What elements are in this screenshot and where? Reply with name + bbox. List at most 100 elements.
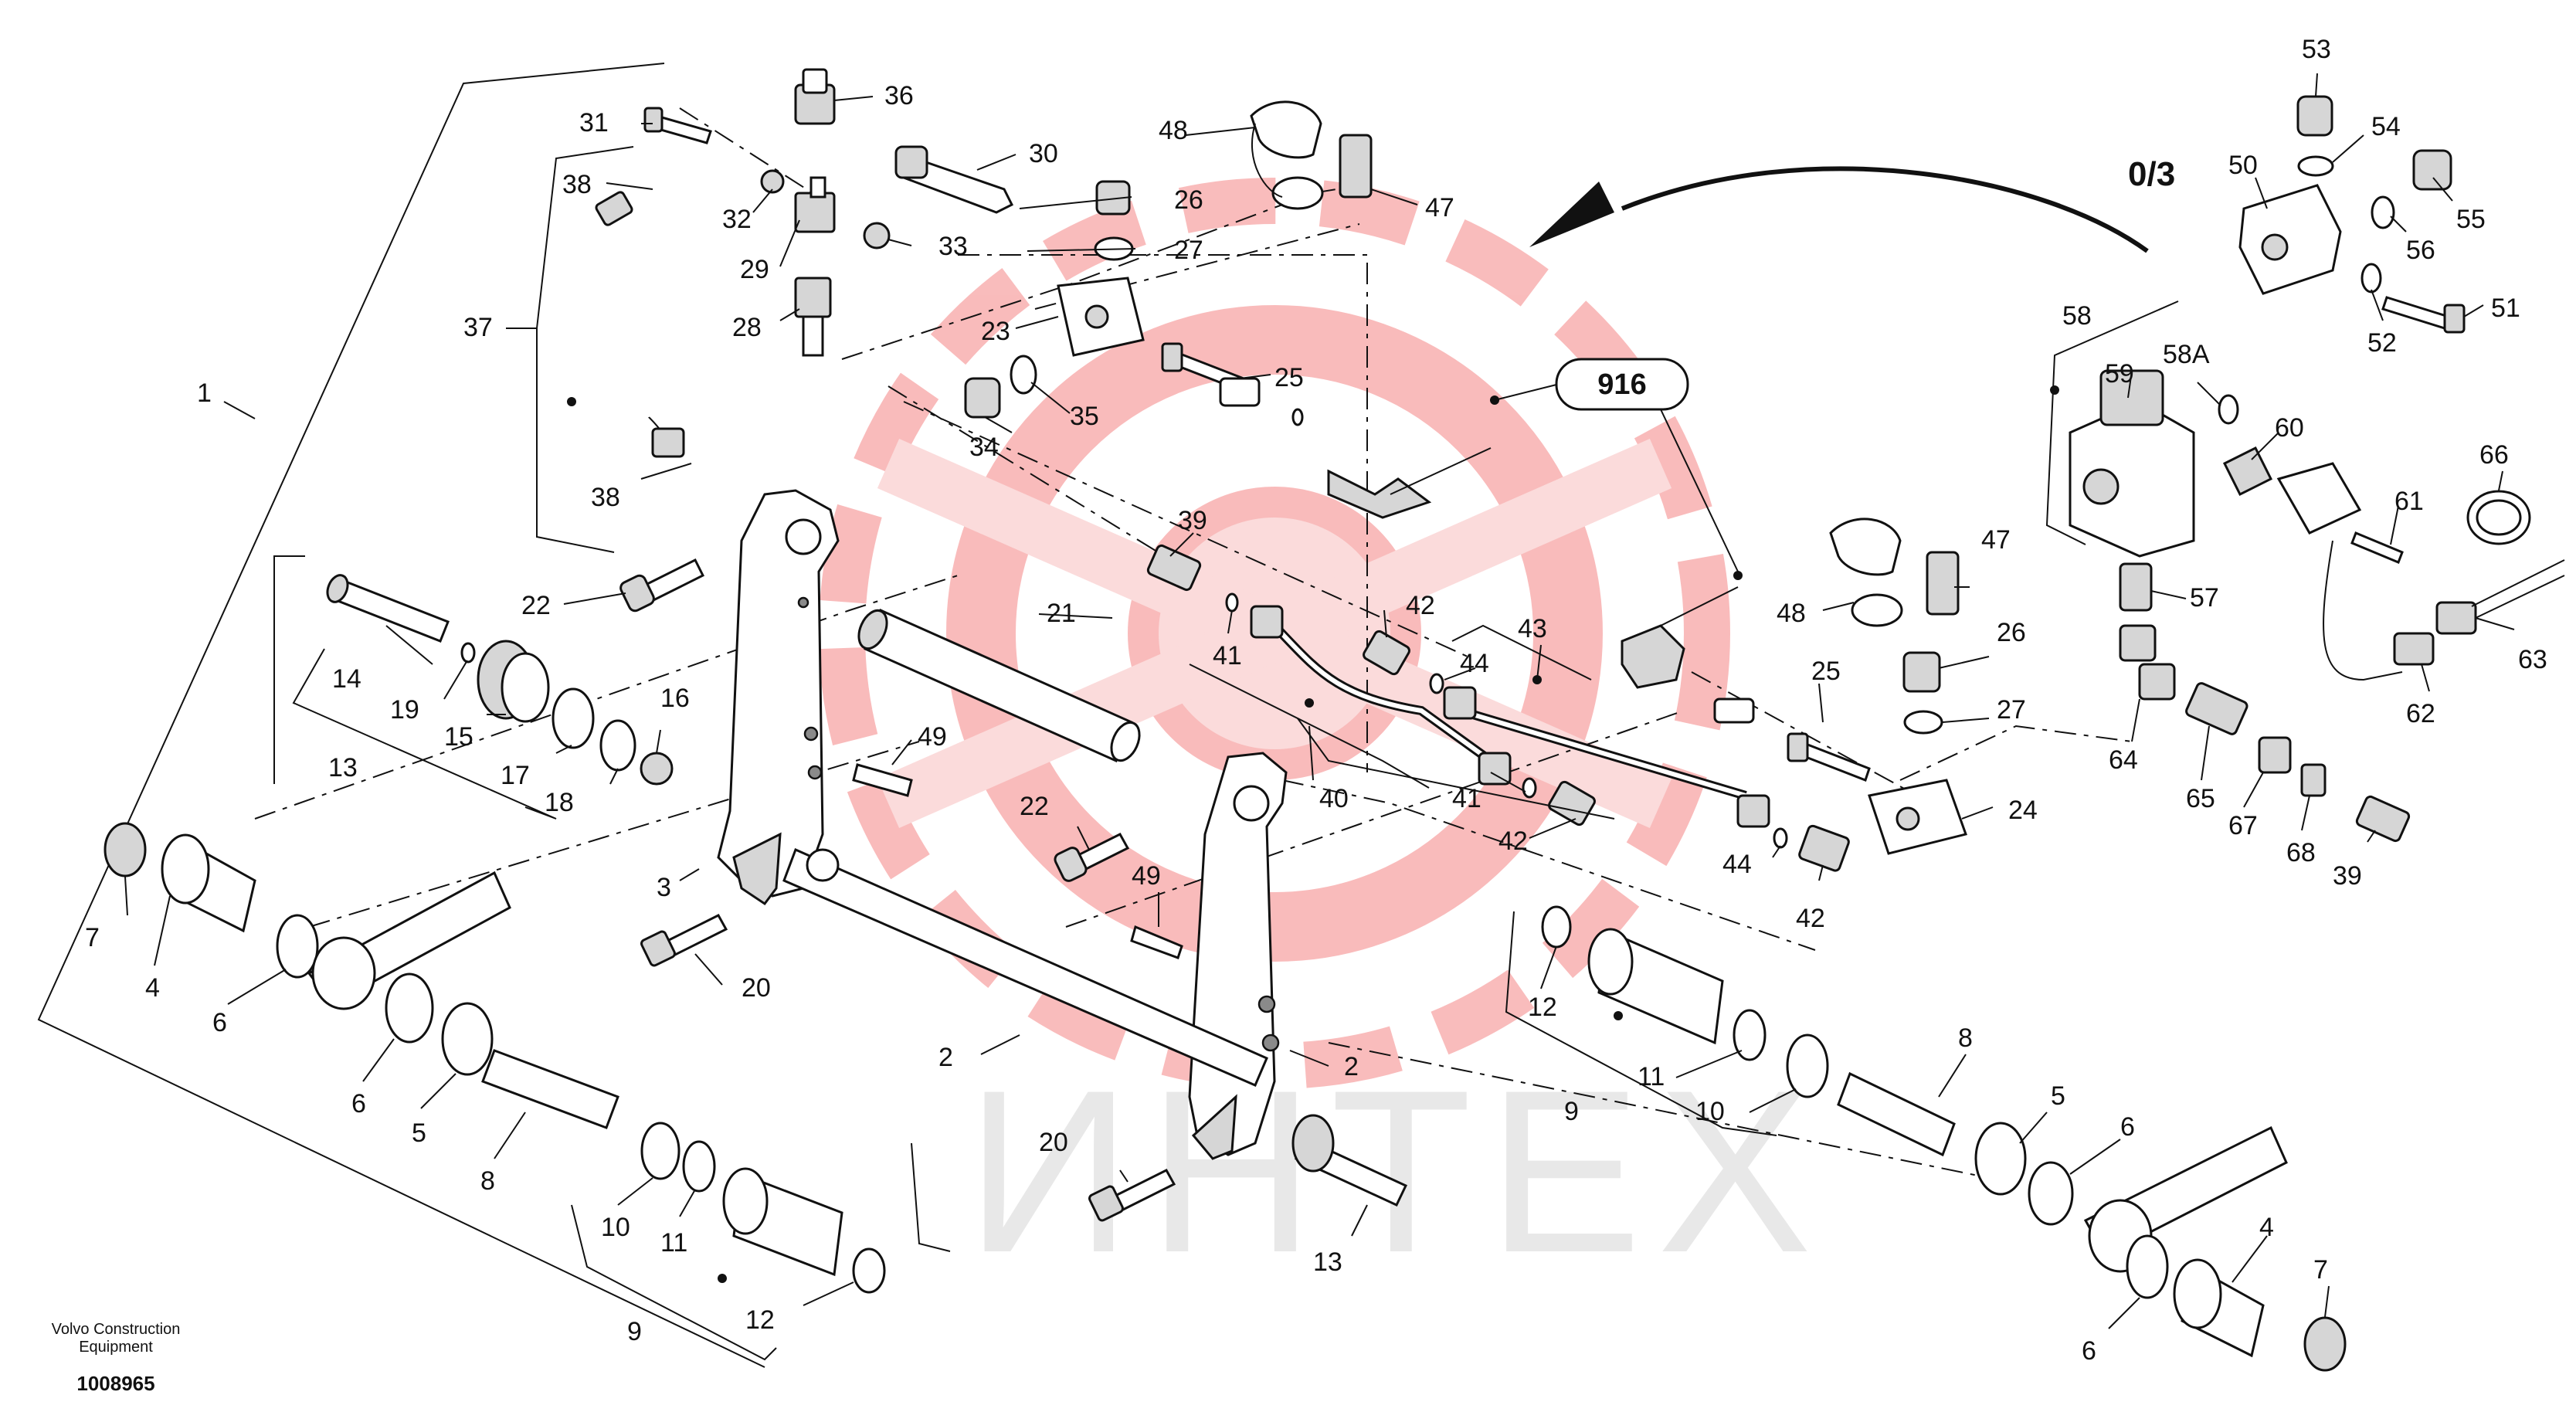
nut-16 (640, 752, 674, 786)
label-30: 30 (1029, 139, 1058, 168)
label-25: 25 (1811, 657, 1841, 686)
label-40: 40 (1319, 784, 1349, 813)
plug-26-right (1902, 651, 1941, 693)
stud-14 (326, 574, 450, 643)
label-24: 24 (2008, 796, 2038, 825)
label-4: 4 (145, 973, 160, 1003)
washer-27-right (1903, 710, 1943, 735)
label-12: 12 (1528, 993, 1557, 1022)
callout-916-label: 916 (1597, 368, 1646, 401)
label-10: 10 (601, 1213, 630, 1242)
caption: Volvo Construction Equipment 1008965 (52, 1321, 181, 1395)
label-43: 43 (1518, 614, 1547, 643)
protection-cap-48-right (1829, 518, 1903, 627)
cable-63 (2435, 559, 2565, 635)
callout-916: 916 (1490, 358, 1743, 580)
label-62: 62 (2406, 699, 2435, 728)
group-1-frame (37, 63, 765, 1368)
bushing-4-left (161, 833, 256, 933)
nut-67 (2258, 736, 2292, 774)
hose-37 (595, 191, 685, 458)
label-41: 41 (1213, 641, 1242, 670)
adapter-916-chain (1219, 377, 1492, 519)
washer-52 (2360, 263, 2382, 294)
label-3: 3 (657, 873, 671, 902)
bolt-20-lower (1088, 1169, 1176, 1222)
caption-company-line1: Volvo Construction (52, 1321, 181, 1338)
ring-12-right (1541, 905, 1572, 949)
oring-44-right (1773, 827, 1788, 849)
label-26: 26 (1997, 618, 2026, 647)
label-27: 27 (1174, 236, 1203, 265)
gasket-60 (2222, 446, 2273, 497)
clamp-66 (2466, 490, 2531, 545)
ring-12-left (852, 1247, 886, 1294)
label-13: 13 (328, 753, 358, 782)
label-22: 22 (521, 591, 551, 620)
label-32: 32 (722, 205, 752, 234)
label-35: 35 (1070, 402, 1099, 431)
test-coupling-47-right (1926, 551, 1960, 616)
label-39: 39 (1178, 506, 1207, 535)
label-58A: 58A (2163, 340, 2210, 369)
oring-41-upper (1225, 592, 1239, 613)
pivot-bracket-left (717, 489, 840, 906)
connector-60 (2276, 462, 2403, 681)
bracket-41-42 (1297, 718, 1615, 820)
label-51: 51 (2491, 294, 2520, 323)
oring-58a (2218, 394, 2239, 425)
label-4: 4 (2259, 1213, 2274, 1242)
label-9: 9 (1564, 1097, 1579, 1126)
ring-6-right-a (2028, 1161, 2074, 1226)
label-37: 37 (463, 313, 493, 342)
washer-56 (2371, 195, 2395, 229)
label-57: 57 (2190, 583, 2219, 613)
fitting-68 (2300, 763, 2327, 797)
label-6: 6 (212, 1008, 227, 1037)
elbow-36 (794, 68, 836, 125)
stud-13-lower (1291, 1114, 1408, 1207)
solenoid-valve-59 (2069, 369, 2195, 558)
link-plate-left (307, 871, 511, 1010)
bushing-9-right (1587, 928, 1724, 1045)
label-67: 67 (2228, 811, 2258, 840)
adapter-39-left (1146, 544, 1202, 592)
label-27: 27 (1997, 695, 2026, 725)
label-12: 12 (745, 1305, 775, 1335)
label-20: 20 (742, 973, 771, 1003)
label-49: 49 (918, 722, 947, 752)
group-13-bracket-upper (273, 555, 557, 820)
label-16: 16 (660, 684, 690, 713)
label-21: 21 (1047, 599, 1076, 628)
caption-company-line2: Equipment (79, 1339, 153, 1356)
group-9-bracket-right (1505, 911, 1777, 1136)
bushing-9-left (722, 1167, 843, 1277)
label-42: 42 (1406, 591, 1435, 620)
label-48: 48 (1777, 599, 1806, 628)
label-6: 6 (2120, 1112, 2135, 1142)
bolt-22-upper (619, 558, 705, 613)
label-55: 55 (2456, 205, 2486, 234)
label-49: 49 (1132, 861, 1161, 891)
elbow-42-right (1798, 824, 1850, 872)
label-56: 56 (2406, 236, 2435, 265)
adapter-65 (2185, 682, 2248, 735)
bolt-25-right (1787, 732, 1871, 782)
label-38: 38 (562, 170, 592, 199)
bolt-22-lower (1054, 833, 1130, 882)
plug-62 (2393, 632, 2435, 666)
washer-35 (1010, 355, 1037, 395)
label-50: 50 (2228, 151, 2258, 180)
oring-44-upper (1429, 673, 1444, 694)
label-22: 22 (1020, 792, 1049, 821)
label-28: 28 (732, 313, 762, 342)
label-7: 7 (2313, 1255, 2328, 1285)
label-14: 14 (332, 664, 361, 694)
lever-30 (894, 145, 1014, 214)
ring-10-right (1786, 1034, 1829, 1098)
hose-40 (1250, 605, 1512, 786)
label-36: 36 (884, 81, 914, 110)
label-8: 8 (1958, 1023, 1973, 1053)
